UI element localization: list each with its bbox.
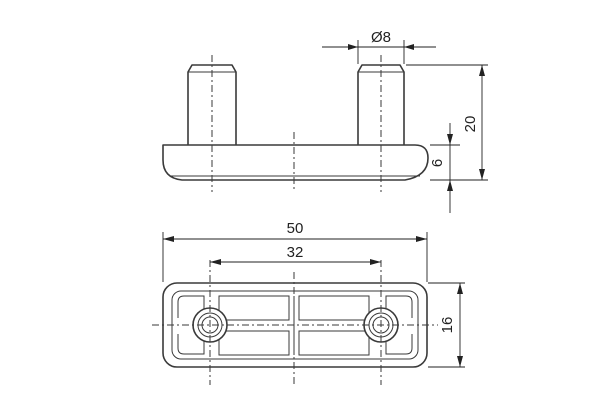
side-view (162, 55, 429, 192)
right-end-pocket-lower (385, 334, 413, 355)
left-end-pocket-upper (177, 295, 205, 318)
pocket-upper-left (218, 295, 290, 321)
base-height-dimension: 6 (429, 123, 460, 213)
base-height-label: 6 (429, 159, 446, 167)
total-height-label: 20 (462, 116, 479, 133)
hole-spacing-label: 32 (287, 244, 304, 261)
right-end-pocket-upper (385, 295, 413, 318)
pocket-upper-right (298, 295, 370, 321)
overall-length-label: 50 (287, 220, 304, 237)
hole-spacing-dimension: 32 (210, 244, 381, 265)
overall-width-label: 16 (439, 317, 456, 334)
pin-diameter-dimension: Ø8 (322, 29, 436, 64)
left-end-pocket-lower (177, 334, 205, 355)
overall-length-dimension: 50 (162, 220, 428, 282)
base-plate-outline (162, 144, 429, 181)
pocket-lower-right (298, 330, 370, 356)
pin-diameter-label: Ø8 (371, 29, 391, 46)
total-height-dimension: 20 (406, 64, 488, 181)
top-view (152, 260, 438, 385)
pocket-lower-left (218, 330, 290, 356)
overall-width-dimension: 16 (428, 282, 465, 368)
